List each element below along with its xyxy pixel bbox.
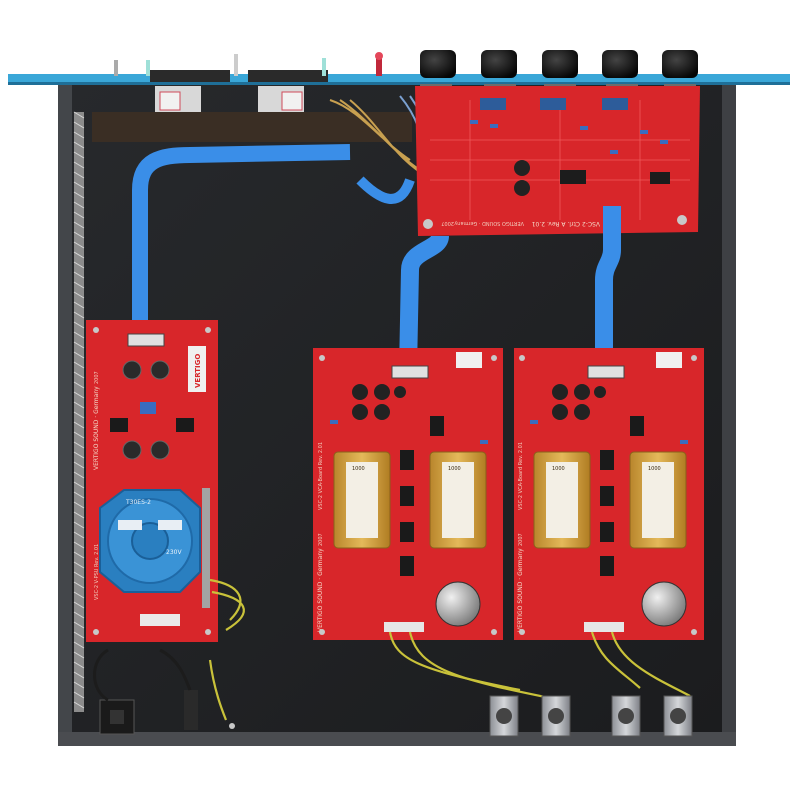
vca-left-ribbon-connector bbox=[391, 365, 429, 379]
vca-right-name-group: VSC-2 VCA-Board Rev. 2.01 bbox=[518, 442, 524, 510]
toggle-switch-2 bbox=[146, 60, 150, 76]
psu-logo-text: VERTIGO bbox=[194, 354, 202, 388]
xlr-connector-icon bbox=[489, 695, 519, 737]
vca-right-components bbox=[530, 384, 688, 576]
vu-meter-right-label bbox=[281, 91, 303, 111]
vca-left-cap-1-number: 1000 bbox=[352, 466, 365, 472]
vertigo-logo-icon bbox=[188, 346, 206, 392]
xlr-connector-icon bbox=[541, 695, 571, 737]
vca-left-name-group: VSC-2 VCA-Board Rev. 2.01 bbox=[318, 442, 324, 510]
vca-right-maker: VERTIGO SOUND · Germany bbox=[517, 548, 524, 632]
toggle-switch-3 bbox=[234, 54, 238, 76]
psu-fuse bbox=[140, 614, 180, 626]
toroid-model: T30ES-2 bbox=[125, 499, 151, 506]
psu-markings: VERTIGO SOUND · Germany 2007 bbox=[93, 371, 100, 470]
meter-housing-left bbox=[150, 70, 230, 82]
ribbon-cable-front bbox=[356, 176, 415, 204]
knob-icon bbox=[420, 50, 456, 78]
vca-right-year: 2007 bbox=[518, 533, 524, 546]
toggle-switch-1 bbox=[114, 60, 118, 76]
vca-right-markings: VERTIGO SOUND · Germany 2007 bbox=[517, 533, 524, 632]
vca-left-markings: VERTIGO SOUND · Germany 2007 bbox=[317, 533, 324, 632]
xlr-connectors bbox=[489, 695, 693, 737]
chassis-right-wall bbox=[722, 84, 736, 744]
ground-wires bbox=[208, 578, 691, 721]
psu-ribbon-connector bbox=[127, 333, 165, 347]
vca-left-relay bbox=[435, 581, 481, 627]
power-led bbox=[375, 52, 383, 60]
vca-right-board-name: VSC-2 VCA-Board Rev. 2.01 bbox=[518, 442, 524, 510]
meter-housing-right bbox=[248, 70, 328, 82]
toggle-switch-4 bbox=[322, 58, 326, 76]
power-inlet-socket bbox=[110, 710, 124, 724]
knob-row bbox=[420, 50, 698, 78]
vca-right-cap-2-number: 1000 bbox=[648, 466, 661, 472]
psu-board-year: 2007 bbox=[94, 371, 100, 384]
knob-icon bbox=[542, 50, 578, 78]
vca-board-right: 1000 1000 VERTIGO SOUND · Germany 2007 V… bbox=[514, 348, 704, 640]
vca-right-terminal-block bbox=[584, 622, 624, 632]
front-panel-edge bbox=[8, 82, 790, 85]
rear-fuse-holder bbox=[184, 690, 198, 730]
braided-cable-pattern bbox=[73, 111, 85, 709]
control-board-year: 2007 bbox=[441, 220, 454, 226]
vu-meter-left-label bbox=[159, 91, 181, 111]
control-board-maker: VERTIGO SOUND · Germany bbox=[454, 220, 524, 226]
toroid-voltage: 230V bbox=[166, 549, 182, 556]
knob-icon bbox=[662, 50, 698, 78]
vca-board-left: 1000 1000 VERTIGO SOUND · Germany 2007 V… bbox=[313, 348, 503, 640]
psu-capacitors bbox=[110, 360, 194, 460]
vca-left-terminal-block bbox=[384, 622, 424, 632]
psu-board-name: VSC-2 V-PSU Rev. 2.01 bbox=[94, 544, 100, 600]
vca-left-board-name: VSC-2 VCA-Board Rev. 2.01 bbox=[318, 442, 324, 510]
front-wiring-board bbox=[92, 112, 412, 142]
vca-right-cap-1-number: 1000 bbox=[552, 466, 565, 472]
vca-left-maker: VERTIGO SOUND · Germany bbox=[317, 548, 324, 632]
vca-left-cap-2: 1000 bbox=[429, 451, 487, 549]
psu-board-name-group: VSC-2 V-PSU Rev. 2.01 bbox=[94, 544, 100, 600]
vca-left-year: 2007 bbox=[318, 533, 324, 546]
psu-logo: VERTIGO bbox=[188, 346, 206, 392]
ribbon-cable-psu bbox=[132, 144, 351, 330]
ribbon-cable-vca-left bbox=[399, 233, 449, 371]
vca-right-cap-2: 1000 bbox=[629, 451, 687, 549]
power-wires bbox=[93, 648, 192, 702]
xlr-connector-icon bbox=[663, 695, 693, 737]
knob-icon bbox=[602, 50, 638, 78]
vca-right-cap-1: 1000 bbox=[533, 451, 591, 549]
control-board-markings: VSC-2 Ctrl. A Rev. 2.01 VERTIGO SOUND · … bbox=[441, 220, 600, 227]
mount-screws bbox=[93, 327, 697, 729]
knob-icon bbox=[481, 50, 517, 78]
vca-left-cap-2-number: 1000 bbox=[448, 466, 461, 472]
vca-left-logo bbox=[456, 352, 482, 368]
psu-terminal-strip bbox=[202, 488, 210, 608]
vca-right-logo bbox=[656, 352, 682, 368]
chassis-left-wall bbox=[58, 84, 72, 744]
control-board-components bbox=[423, 98, 687, 229]
vca-left-cap-1: 1000 bbox=[333, 451, 391, 549]
braided-cable bbox=[74, 112, 84, 712]
vca-right-relay bbox=[641, 581, 687, 627]
toroidal-transformer: T30ES-2 230V bbox=[99, 489, 201, 593]
ribbon-cable-vca-right bbox=[595, 206, 621, 370]
vca-right-ribbon-connector bbox=[587, 365, 625, 379]
vca-left-components bbox=[330, 384, 488, 576]
control-board bbox=[415, 86, 700, 236]
control-board-name: VSC-2 Ctrl. A Rev. 2.01 bbox=[531, 220, 600, 227]
xlr-connector-icon bbox=[611, 695, 641, 737]
psu-board-maker: VERTIGO SOUND · Germany bbox=[93, 386, 100, 470]
power-switch bbox=[376, 56, 382, 76]
